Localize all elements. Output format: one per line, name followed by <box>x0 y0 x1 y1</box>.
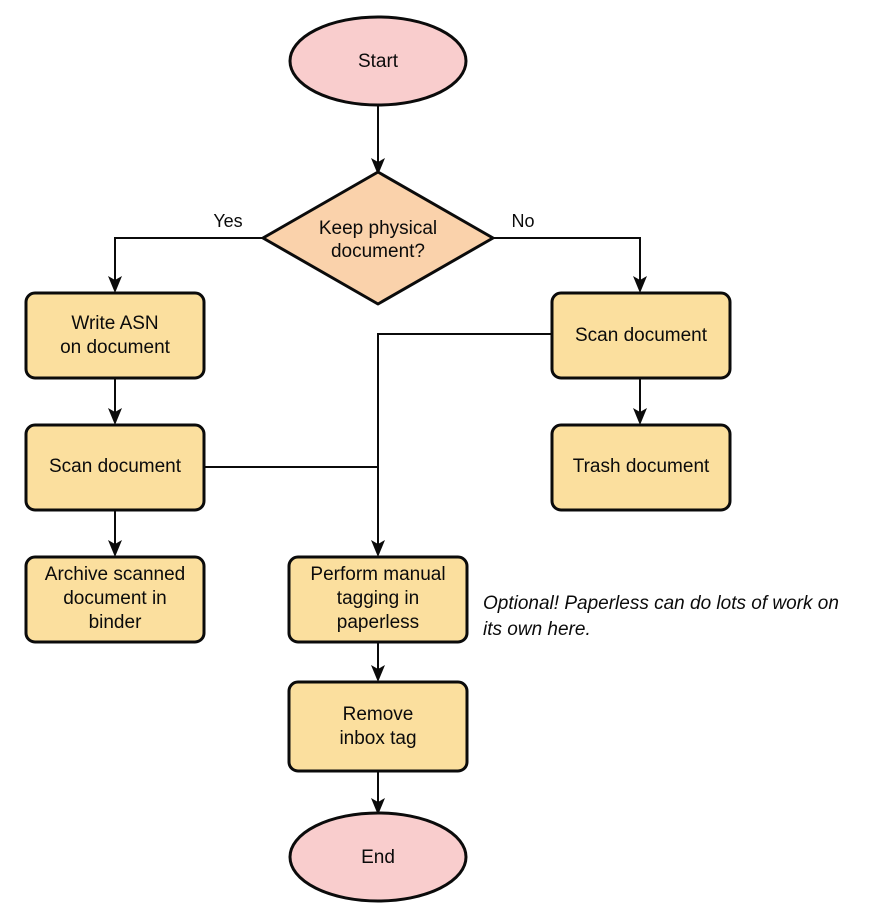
node-scan-document-right-label: Scan document <box>575 325 708 346</box>
scan-document-right-box[interactable] <box>550 291 732 380</box>
edge-label-yes: Yes <box>213 211 242 231</box>
arrowhead-icon <box>633 276 647 293</box>
edge-line <box>114 237 264 280</box>
node-remove-inbox-tag[interactable]: Remove inbox tag <box>287 680 469 773</box>
edge-line <box>492 237 641 280</box>
trash-document-box[interactable] <box>550 423 732 512</box>
decision-diamond[interactable] <box>261 170 495 306</box>
node-write-asn-label-line2: on document <box>60 337 171 358</box>
node-scan-document-left[interactable]: Scan document <box>24 423 206 512</box>
node-archive-label-line3: binder <box>89 612 142 633</box>
write-asn-box[interactable] <box>24 291 206 380</box>
node-perform-manual-tagging[interactable]: Perform manual tagging in paperless <box>287 555 469 644</box>
edge-line <box>377 333 552 544</box>
edge-start-to-decision <box>371 103 385 175</box>
node-scan-document-left-label: Scan document <box>49 456 182 477</box>
remove-inbox-tag-box[interactable] <box>287 680 469 773</box>
arrowhead-icon <box>371 540 385 557</box>
edge-decision-yes-to-write-asn <box>108 237 264 293</box>
edge-scan-right-to-trash <box>633 378 647 425</box>
node-write-asn-label-line1: Write ASN <box>71 313 158 334</box>
edge-scan-right-to-tagging <box>371 333 552 557</box>
node-scan-document-right[interactable]: Scan document <box>550 291 732 380</box>
node-decision-label-line1: Keep physical <box>319 218 437 239</box>
start-ellipse[interactable] <box>288 15 468 107</box>
node-archive-label-line1: Archive scanned <box>45 564 185 585</box>
edge-decision-no-to-scan-right <box>492 237 647 293</box>
node-tagging-label-line3: paperless <box>337 612 419 633</box>
tagging-box[interactable] <box>287 555 469 644</box>
arrowhead-icon <box>371 158 385 175</box>
node-remove-inbox-label-line2: inbox tag <box>339 728 416 749</box>
node-write-asn[interactable]: Write ASN on document <box>24 291 206 380</box>
node-trash-document[interactable]: Trash document <box>550 423 732 512</box>
node-start[interactable]: Start <box>288 15 468 107</box>
edge-write-asn-to-scan-left <box>108 378 122 425</box>
node-decision-label-line2: document? <box>331 241 425 262</box>
node-start-label: Start <box>358 51 399 72</box>
note-line1: Optional! Paperless can do lots of work … <box>483 593 839 614</box>
arrowhead-icon <box>371 665 385 682</box>
archive-box[interactable] <box>24 555 206 644</box>
node-end-label: End <box>361 847 395 868</box>
node-tagging-label-line2: tagging in <box>337 588 419 609</box>
arrowhead-icon <box>371 798 385 815</box>
end-ellipse[interactable] <box>288 811 468 903</box>
node-archive-label-line2: document in <box>63 588 167 609</box>
node-tagging-label-line1: Perform manual <box>310 564 445 585</box>
annotation-note-optional: Optional! Paperless can do lots of work … <box>483 593 839 640</box>
arrowhead-icon <box>633 408 647 425</box>
node-archive-scanned-document[interactable]: Archive scanned document in binder <box>24 555 206 644</box>
arrowhead-icon <box>108 540 122 557</box>
edge-label-no: No <box>511 211 534 231</box>
node-trash-document-label: Trash document <box>573 456 710 477</box>
arrowhead-icon <box>108 408 122 425</box>
arrowhead-icon <box>108 276 122 293</box>
edge-scan-left-to-archive <box>108 510 122 557</box>
scan-document-left-box[interactable] <box>24 423 206 512</box>
edge-tagging-to-remove-inbox <box>371 643 385 682</box>
node-remove-inbox-label-line1: Remove <box>343 704 414 725</box>
node-decision-keep-physical-document[interactable]: Keep physical document? <box>261 170 495 306</box>
node-end[interactable]: End <box>288 811 468 903</box>
edge-remove-inbox-to-end <box>371 771 385 815</box>
note-line2: its own here. <box>483 619 591 640</box>
